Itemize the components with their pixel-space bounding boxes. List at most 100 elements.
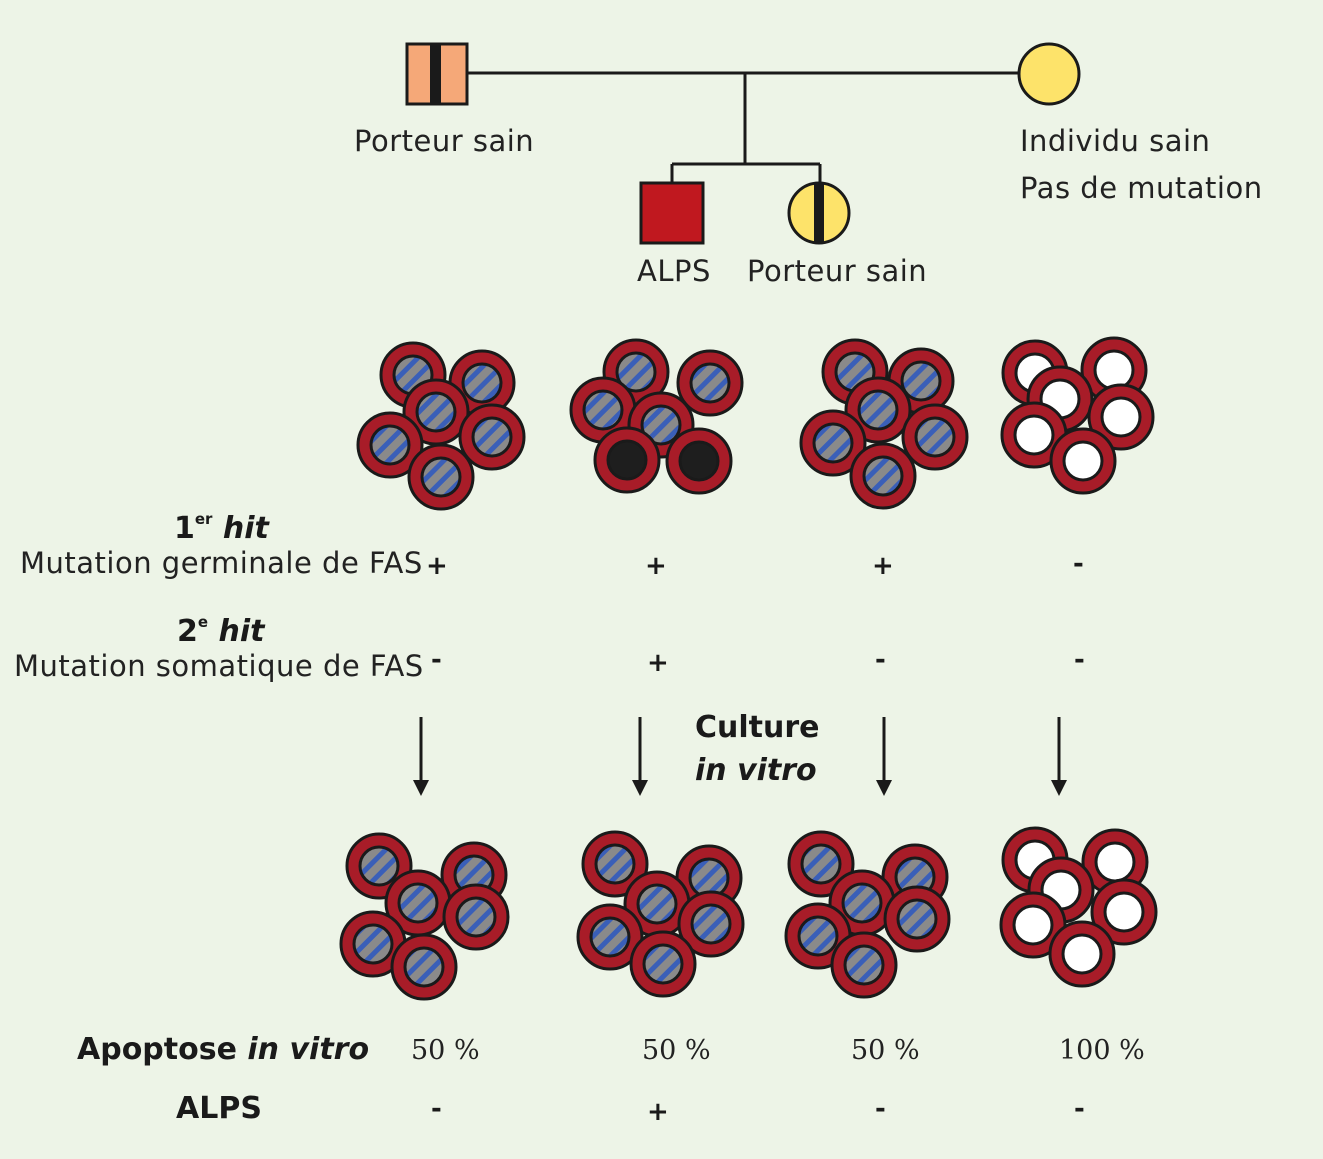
cluster-bottom-2 — [576, 830, 745, 998]
down-arrow-icon — [1051, 717, 1067, 796]
hit1-word: hit — [222, 511, 269, 546]
normal-cell — [1048, 920, 1116, 988]
hit2-number: 2 — [177, 614, 198, 649]
cell — [901, 403, 969, 471]
cell — [407, 443, 475, 511]
cell-nucleus — [642, 943, 684, 985]
child-affected-symbol — [639, 181, 705, 245]
cell-nucleus — [594, 843, 636, 885]
col3-alps-value: - — [875, 1094, 886, 1124]
cell-nucleus — [369, 424, 411, 466]
cell-nucleus — [1012, 904, 1054, 946]
col4-apoptose-value: 100 % — [1059, 1035, 1145, 1066]
cell — [390, 933, 458, 1001]
down-arrow-icon — [876, 717, 892, 796]
normal-cell — [1081, 828, 1149, 896]
hit1-heading: 1er hit — [174, 512, 269, 544]
col4-hit1-value: - — [1073, 549, 1084, 579]
col4-hit2-value: - — [1074, 645, 1085, 675]
cell-nucleus — [358, 845, 400, 887]
culture-arrows — [413, 717, 1067, 796]
mother-healthy-symbol — [1017, 42, 1081, 106]
cell — [356, 411, 424, 479]
cell-nucleus — [455, 896, 497, 938]
hit2-description: Mutation somatique de FAS — [14, 649, 424, 683]
cell-nucleus — [800, 843, 842, 885]
col1-hit1-value: + — [426, 551, 448, 581]
alps-heading: ALPS — [176, 1091, 262, 1126]
cell-nucleus — [1093, 349, 1135, 391]
cell — [458, 403, 526, 471]
col2-alps-value: + — [647, 1097, 669, 1127]
culture-label-line1: Culture — [695, 710, 820, 745]
cell-nucleus — [403, 946, 445, 988]
col4-alps-value: - — [1074, 1094, 1085, 1124]
col1-apoptose-value: 50 % — [411, 1035, 480, 1066]
hit1-superscript: er — [194, 510, 213, 528]
normal-cell — [1087, 383, 1155, 451]
col3-hit1-value: + — [872, 551, 894, 581]
normal-cell — [999, 891, 1067, 959]
cell-nucleus — [471, 416, 513, 458]
cell-nucleus — [640, 404, 682, 446]
cell-nucleus — [1061, 933, 1103, 975]
down-arrow-icon — [632, 717, 648, 796]
cell-nucleus — [900, 360, 942, 402]
col3-apoptose-value: 50 % — [851, 1035, 920, 1066]
cell — [883, 885, 951, 953]
normal-cell — [1049, 427, 1117, 495]
cell-nucleus — [1013, 414, 1055, 456]
hit2-superscript: e — [197, 613, 209, 631]
cell — [787, 830, 855, 898]
hit2-word: hit — [218, 614, 265, 649]
mother-label-line1: Individu sain — [1020, 124, 1211, 158]
cell-nucleus — [857, 389, 899, 431]
father-label: Porteur sain — [354, 124, 535, 158]
cell-nucleus — [896, 898, 938, 940]
cell-nucleus — [589, 916, 631, 958]
cell — [844, 376, 912, 444]
cell-nucleus — [420, 456, 462, 498]
cell-nucleus — [1094, 841, 1136, 883]
cell — [576, 903, 644, 971]
normal-cell — [1090, 878, 1158, 946]
cell — [849, 442, 917, 510]
cluster-top-1 — [356, 341, 526, 511]
cell-nucleus — [797, 915, 839, 957]
cell-nucleus — [415, 391, 457, 433]
mutant-cell — [593, 426, 661, 494]
cell-nucleus — [352, 923, 394, 965]
hit2-heading: 2e hit — [177, 615, 265, 647]
pedigree-lines — [468, 71, 1020, 184]
apoptose-word: Apoptose — [77, 1032, 237, 1067]
cell-nucleus — [841, 882, 883, 924]
father-carrier-symbol — [405, 42, 469, 106]
child-affected-label: ALPS — [637, 254, 711, 288]
cell — [799, 409, 867, 477]
cell — [830, 931, 898, 999]
col3-hit2-value: - — [875, 645, 886, 675]
cell-nucleus — [862, 455, 904, 497]
col2-hit2-value: + — [647, 648, 669, 678]
cell-nucleus — [1062, 440, 1104, 482]
apoptose-heading: Apoptose in vitro — [77, 1035, 369, 1065]
cell — [623, 870, 691, 938]
cell-nucleus — [690, 903, 732, 945]
cluster-top-4 — [1000, 336, 1155, 495]
cell-nucleus — [1103, 891, 1145, 933]
mother-label-line2: Pas de mutation — [1020, 171, 1263, 205]
cell-nucleus — [461, 362, 503, 404]
cluster-bottom-1 — [339, 832, 510, 1001]
cell-nucleus — [678, 440, 720, 482]
col1-alps-value: - — [431, 1094, 442, 1124]
cell — [676, 349, 744, 417]
cluster-top-2 — [569, 338, 744, 495]
cell — [402, 378, 470, 446]
cluster-bottom-3 — [784, 830, 951, 999]
col2-hit1-value: + — [645, 551, 667, 581]
cell-nucleus — [615, 351, 657, 393]
cell-nucleus — [843, 944, 885, 986]
cell — [581, 830, 649, 898]
cell — [629, 930, 697, 998]
